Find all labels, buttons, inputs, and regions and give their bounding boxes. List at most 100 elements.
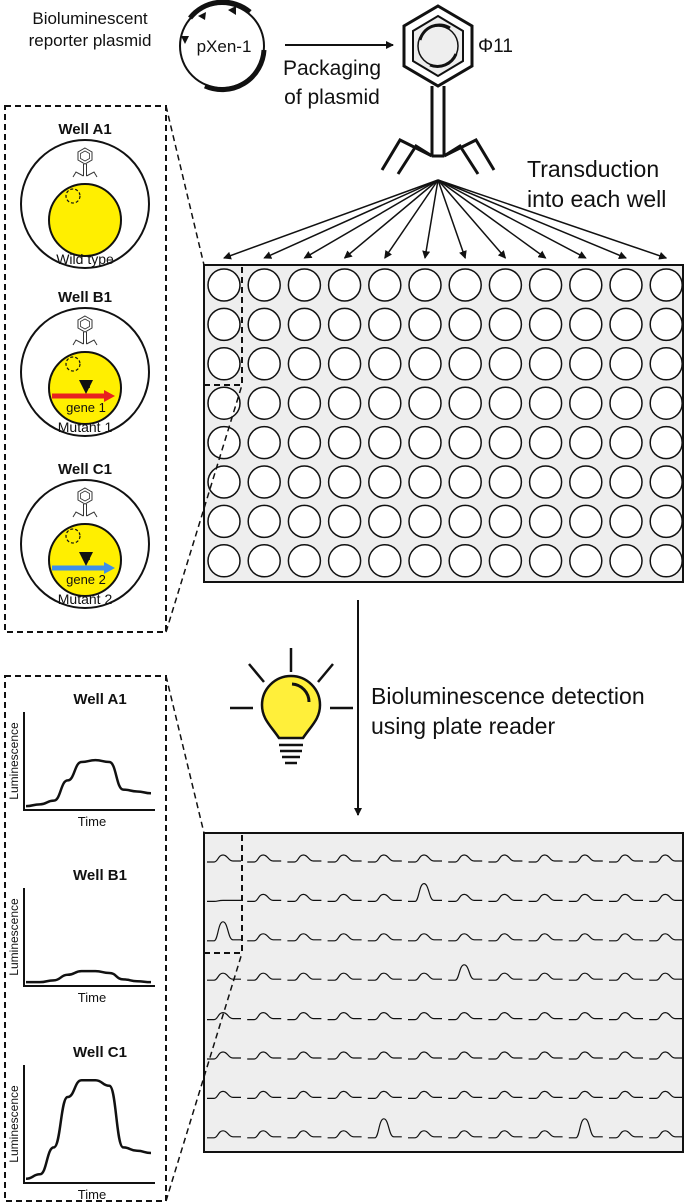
transduction-arrow bbox=[437, 179, 668, 260]
well-trace bbox=[568, 1051, 603, 1060]
well-trace bbox=[649, 1130, 684, 1139]
well-trace bbox=[448, 933, 483, 942]
transduction-arrows bbox=[223, 179, 668, 260]
gene-label: gene 1 bbox=[66, 400, 106, 415]
transposon-icon bbox=[79, 380, 93, 394]
well-trace bbox=[408, 972, 442, 981]
well-trace bbox=[488, 1011, 523, 1021]
luminescence-curve bbox=[25, 1078, 152, 1181]
well-plate bbox=[203, 264, 684, 583]
plasmid-mini-icon bbox=[65, 528, 81, 544]
well-trace bbox=[609, 972, 643, 981]
well-trace bbox=[649, 933, 684, 942]
plate-well bbox=[287, 544, 322, 578]
curve-xlabel: Time bbox=[78, 1187, 106, 1202]
well-trace bbox=[609, 854, 643, 863]
plate-well bbox=[327, 544, 362, 578]
well-plate-wells bbox=[207, 268, 683, 578]
plate-well bbox=[207, 268, 241, 302]
plate-well bbox=[649, 544, 683, 578]
well-trace bbox=[367, 1051, 402, 1060]
plasmid-mini-icon bbox=[65, 188, 81, 204]
well-trace bbox=[528, 1011, 563, 1021]
well-trace bbox=[568, 1118, 603, 1139]
curve-detail-panel bbox=[4, 675, 167, 1202]
well-detail-caption: Mutant 2 bbox=[58, 591, 113, 607]
well-trace bbox=[247, 893, 282, 902]
well-trace bbox=[568, 972, 603, 981]
detection-label-line-2: using plate reader bbox=[371, 713, 555, 739]
well-trace bbox=[528, 1130, 563, 1139]
well-trace bbox=[207, 1011, 241, 1021]
plate-well bbox=[247, 425, 281, 460]
transduction-label-line-2: into each well bbox=[527, 186, 666, 212]
plate-well bbox=[609, 544, 643, 578]
plate-well bbox=[528, 504, 563, 539]
plate-well bbox=[207, 504, 241, 539]
plate-well bbox=[287, 465, 322, 499]
plasmid-icon: pXen-1 bbox=[179, 0, 267, 93]
well-trace bbox=[609, 1011, 643, 1021]
well-trace bbox=[528, 933, 563, 942]
plate-well bbox=[528, 347, 563, 381]
well-trace bbox=[287, 1130, 322, 1139]
curve-xlabel: Time bbox=[78, 814, 106, 829]
plate-well bbox=[408, 307, 442, 342]
plate-well bbox=[368, 504, 402, 539]
well-trace bbox=[649, 1051, 684, 1060]
plate-well bbox=[408, 504, 442, 539]
well-trace bbox=[207, 1130, 241, 1139]
plate-well bbox=[207, 347, 241, 381]
plate-well bbox=[528, 425, 563, 460]
well-trace bbox=[287, 933, 322, 942]
plate-well bbox=[327, 347, 362, 381]
plate-well bbox=[408, 347, 442, 381]
well-trace bbox=[488, 893, 523, 902]
plate-well bbox=[649, 465, 683, 499]
transposon-label: Tn bbox=[82, 555, 91, 562]
well-trace bbox=[367, 893, 402, 902]
plate-well bbox=[569, 504, 603, 539]
well-trace bbox=[207, 972, 241, 981]
plate-well bbox=[247, 347, 281, 381]
well-detail-caption: Wild type bbox=[56, 251, 114, 267]
well-trace bbox=[649, 854, 684, 863]
curve-xlabel: Time bbox=[78, 990, 106, 1005]
well-trace bbox=[327, 933, 362, 942]
transduction-label-line-1: Transduction bbox=[527, 156, 659, 182]
well-trace bbox=[247, 1011, 282, 1021]
transduction-arrow bbox=[437, 179, 627, 260]
plate-well bbox=[649, 386, 683, 420]
well-trace bbox=[528, 893, 563, 902]
curve-ylabel: Luminescence bbox=[7, 722, 21, 800]
well-trace bbox=[327, 854, 362, 863]
well-trace bbox=[247, 854, 282, 863]
plate-well bbox=[569, 268, 603, 302]
transduction-arrow bbox=[437, 179, 507, 259]
detection-label-line-1: Bioluminescence detection bbox=[371, 683, 645, 709]
plate-well bbox=[448, 268, 482, 302]
well-trace bbox=[609, 893, 643, 902]
well-trace bbox=[327, 1011, 362, 1021]
plate-well bbox=[609, 504, 643, 539]
plate-well bbox=[569, 425, 603, 460]
well-trace bbox=[367, 1118, 402, 1139]
well-trace bbox=[367, 972, 402, 981]
well-trace bbox=[287, 854, 322, 863]
curve-ylabel: Luminescence bbox=[7, 1085, 21, 1163]
well-trace bbox=[287, 893, 322, 902]
gene-arrowhead bbox=[104, 390, 115, 402]
plate-well bbox=[448, 307, 482, 342]
phage-name: Φ11 bbox=[478, 36, 513, 57]
plate-well bbox=[247, 307, 281, 342]
well-trace bbox=[287, 972, 322, 981]
transduction-arrow bbox=[263, 179, 439, 259]
well-trace bbox=[367, 933, 402, 942]
curve-ylabel: Luminescence bbox=[7, 898, 21, 976]
plate-well bbox=[368, 307, 402, 342]
well-trace bbox=[649, 972, 684, 981]
plate-well bbox=[649, 347, 683, 381]
curve-axes bbox=[23, 1065, 155, 1184]
